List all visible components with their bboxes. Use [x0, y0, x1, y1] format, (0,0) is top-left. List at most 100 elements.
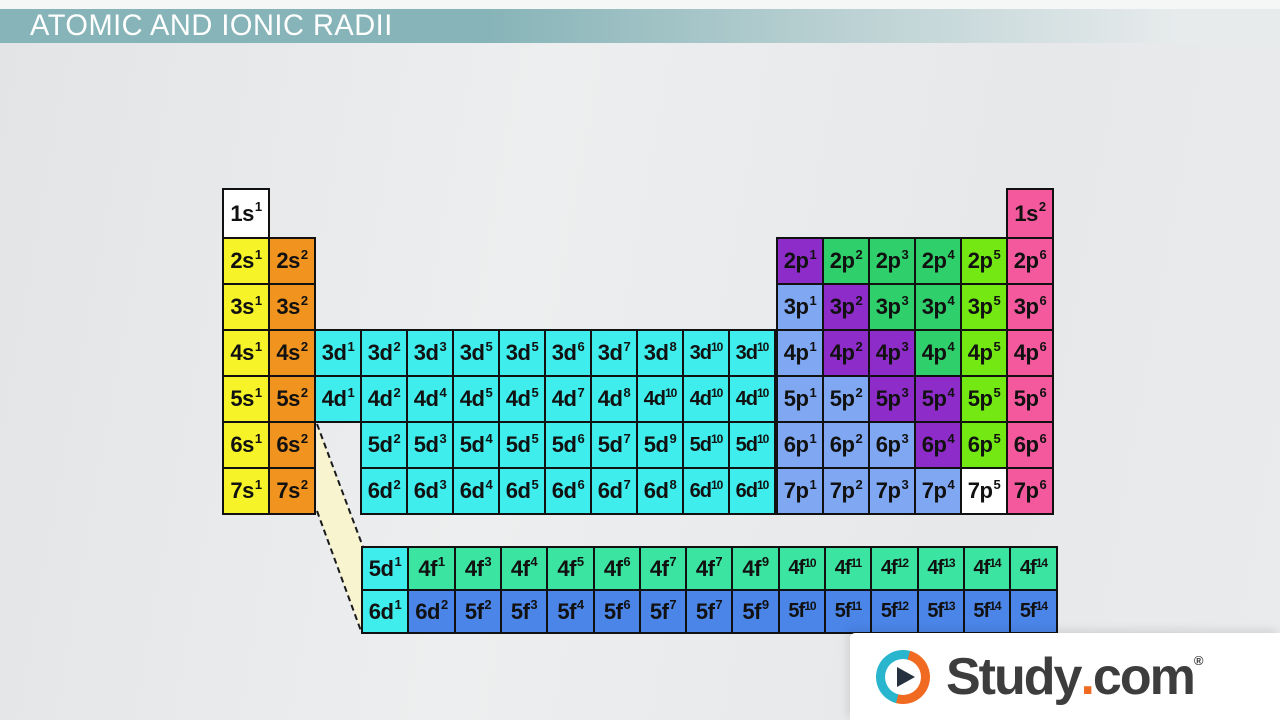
connector-dashed-line-bottom: [316, 510, 362, 632]
wordmark-suffix: com: [1092, 647, 1196, 706]
wordmark-dot: .: [1080, 647, 1095, 706]
play-icon-triangle: [897, 666, 915, 687]
wordmark-brand: Study: [946, 647, 1082, 706]
registered-mark: ®: [1193, 652, 1204, 668]
play-icon: [876, 649, 930, 704]
